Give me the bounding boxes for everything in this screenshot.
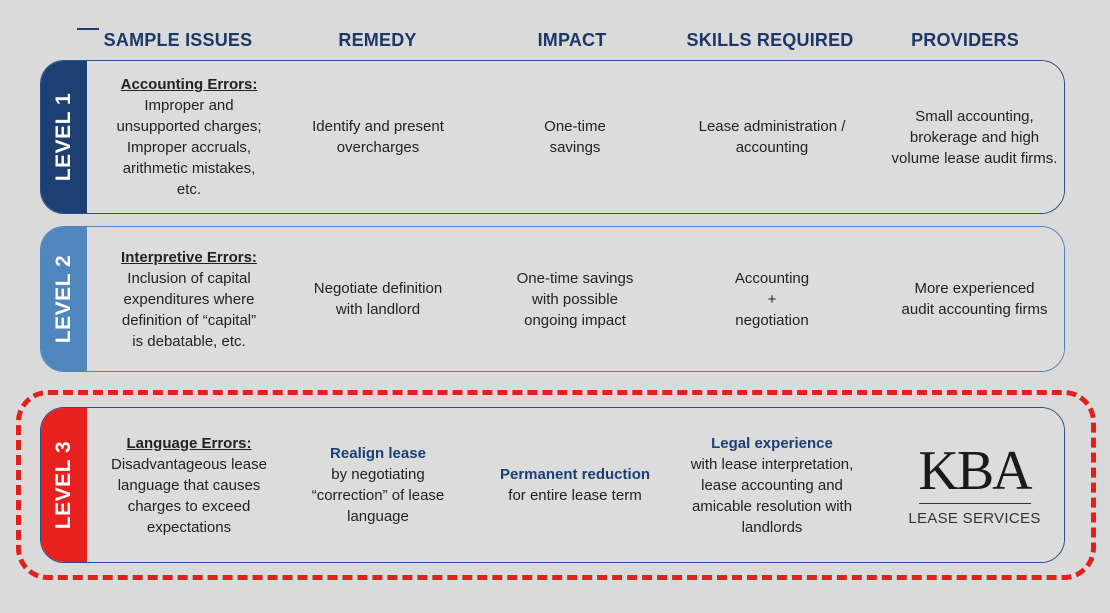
providers-line: More experienced [914, 280, 1035, 297]
kba-logo-wordmark: KBA [918, 440, 1032, 502]
skills-line: accounting [735, 139, 809, 156]
level-3-row: LEVEL 3 Language Errors: Disadvantageous… [40, 407, 1065, 563]
header-skills-required: SKILLS REQUIRED [686, 29, 854, 50]
level-2-issue-title: Interpretive Errors: [121, 248, 257, 266]
skills-line: amicable resolution with [691, 497, 853, 515]
skills-line: Accounting [734, 269, 810, 287]
level-3-tab: LEVEL 3 [41, 408, 87, 562]
issue-line: Improper accruals, [126, 139, 252, 156]
level-3-remedy: Realign lease by negotiating “correction… [303, 408, 453, 562]
remedy-line: with landlord [335, 301, 421, 318]
impact-line: One-time savings [516, 269, 634, 287]
remedy-line: language [347, 508, 409, 525]
level-1-remedy: Identify and present overcharges [303, 61, 453, 213]
impact-line: for entire lease term [508, 487, 642, 504]
level-1-issue-title: Accounting Errors: [120, 76, 258, 93]
level-3-impact-title: Permanent reduction [499, 466, 651, 483]
skills-line: with lease interpretation, [690, 455, 854, 473]
providers-line: volume lease audit firms. [891, 149, 1058, 167]
issue-line: language that causes [117, 476, 261, 494]
issue-line: Disadvantageous lease [111, 455, 267, 473]
skills-line: Lease administration / [698, 118, 846, 135]
level-1-panel: Accounting Errors: Improper and unsuppor… [87, 61, 1064, 213]
level-1-tab: LEVEL 1 [41, 61, 87, 213]
skills-line: negotiation [735, 311, 809, 329]
level-3-skills-title: Legal experience [711, 434, 833, 452]
level-2-impact: One-time savings with possible ongoing i… [500, 227, 650, 371]
level-2-issues: Interpretive Errors: Inclusion of capita… [99, 227, 279, 371]
header-providers: PROVIDERS [911, 29, 1019, 50]
issue-line: is debatable, etc. [132, 332, 246, 350]
impact-line: with possible [532, 290, 618, 308]
issue-line: Inclusion of capital [127, 269, 251, 287]
providers-line: brokerage and high [909, 128, 1040, 146]
level-2-remedy: Negotiate definition with landlord [303, 227, 453, 371]
skills-line: + [767, 290, 777, 308]
level-1-providers: Small accounting, brokerage and high vol… [887, 61, 1062, 213]
level-1-skills: Lease administration / accounting [687, 61, 857, 213]
remedy-line: overcharges [336, 139, 420, 156]
issue-line: charges to exceed [127, 497, 251, 515]
level-1-issues: Accounting Errors: Improper and unsuppor… [99, 61, 279, 213]
issue-line: definition of “capital” [121, 311, 257, 329]
level-1-impact: One-time savings [500, 61, 650, 213]
providers-line: audit accounting firms [901, 301, 1048, 318]
level-2-row: LEVEL 2 Interpretive Errors: Inclusion o… [40, 226, 1065, 372]
skills-line: lease accounting and [701, 476, 843, 494]
remedy-line: Identify and present [312, 118, 444, 135]
issue-line: expenditures where [123, 290, 255, 308]
header-remedy: REMEDY [338, 29, 417, 50]
header-accent-line [77, 28, 99, 30]
impact-line: ongoing impact [524, 311, 626, 329]
level-1-row: LEVEL 1 Accounting Errors: Improper and … [40, 60, 1065, 214]
level-3-issues: Language Errors: Disadvantageous lease l… [99, 408, 279, 562]
issue-line: etc. [176, 181, 202, 198]
level-2-label: LEVEL 2 [52, 254, 75, 344]
kba-logo-subtitle: LEASE SERVICES [908, 510, 1041, 527]
level-2-skills: Accounting + negotiation [687, 227, 857, 371]
kba-logo-divider [918, 503, 1031, 504]
level-2-tab: LEVEL 2 [41, 227, 87, 371]
level-3-skills: Legal experience with lease interpretati… [682, 408, 862, 562]
level-2-providers: More experienced audit accounting firms [887, 227, 1062, 371]
level-2-panel: Interpretive Errors: Inclusion of capita… [87, 227, 1064, 371]
issue-line: unsupported charges; [116, 118, 262, 135]
skills-line: landlords [741, 518, 803, 536]
level-3-panel: Language Errors: Disadvantageous lease l… [87, 408, 1064, 562]
level-3-label: LEVEL 3 [52, 440, 75, 530]
impact-line: One-time [544, 118, 606, 135]
level-3-impact: Permanent reduction for entire lease ter… [495, 408, 655, 562]
header-impact: IMPACT [537, 29, 607, 50]
remedy-line: “correction” of lease [311, 487, 445, 504]
remedy-line: by negotiating [331, 466, 425, 483]
providers-line: Small accounting, [915, 107, 1034, 125]
remedy-line: Negotiate definition [313, 280, 443, 297]
level-3-issue-title: Language Errors: [126, 434, 252, 452]
level-1-label: LEVEL 1 [52, 92, 75, 182]
header-sample-issues: SAMPLE ISSUES [103, 29, 253, 50]
impact-line: savings [549, 139, 601, 156]
kba-logo: KBA LEASE SERVICES [907, 408, 1042, 562]
issue-line: expectations [146, 518, 232, 536]
issue-line: arithmetic mistakes, [122, 160, 256, 177]
level-3-remedy-title: Realign lease [330, 445, 426, 462]
issue-line: Improper and [144, 97, 234, 114]
